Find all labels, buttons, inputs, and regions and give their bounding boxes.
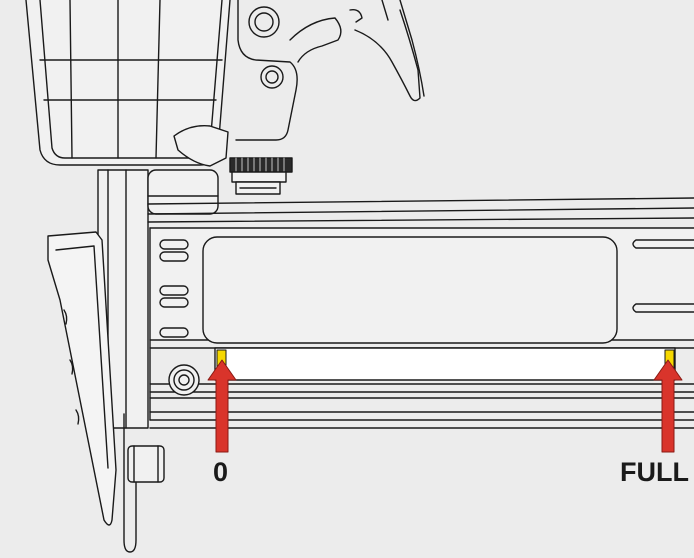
empty-arrow — [207, 359, 237, 453]
full-arrow — [653, 359, 683, 453]
tool-housing — [25, 0, 231, 166]
nail-level-window — [214, 347, 676, 381]
full-level-label: FULL — [620, 457, 689, 487]
depth-adjust-wheel — [173, 125, 293, 195]
empty-level-label: 0 — [213, 457, 229, 487]
trigger-assembly — [235, 0, 425, 141]
indicator-arrows — [207, 359, 683, 453]
magazine-body — [147, 197, 694, 429]
magazine-slots — [159, 239, 694, 338]
safety-plate — [47, 231, 117, 526]
magazine-screw — [168, 364, 200, 396]
nose-guide — [97, 169, 219, 553]
